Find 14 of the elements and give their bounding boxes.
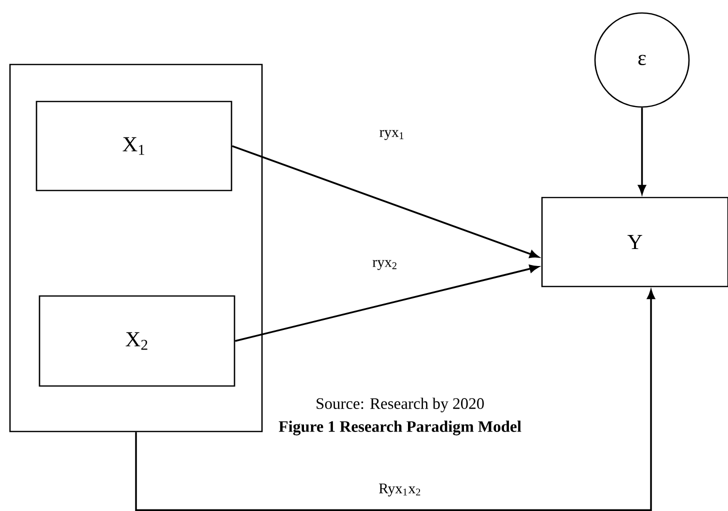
arrow (234, 264, 539, 342)
variable-box: X$_{2}$ (38, 295, 236, 387)
edge-label: Ryx$_{1}$x$_{2}$ (377, 482, 423, 498)
arrow (638, 108, 646, 194)
figure-caption: Figure 1 Research Paradigm Model (278, 420, 522, 436)
edge-label: ryx$_{1}$ (378, 128, 406, 142)
group-box (9, 64, 263, 432)
arrow (135, 290, 655, 511)
circle-node: ε (594, 12, 690, 108)
arrow (232, 145, 539, 258)
variable-box: X$_{1}$ (36, 100, 232, 192)
variable-box: Y (541, 196, 728, 288)
source-note: Source: Research by 2020 (316, 398, 484, 412)
edge-label: ryx$_{2}$ (371, 258, 399, 272)
